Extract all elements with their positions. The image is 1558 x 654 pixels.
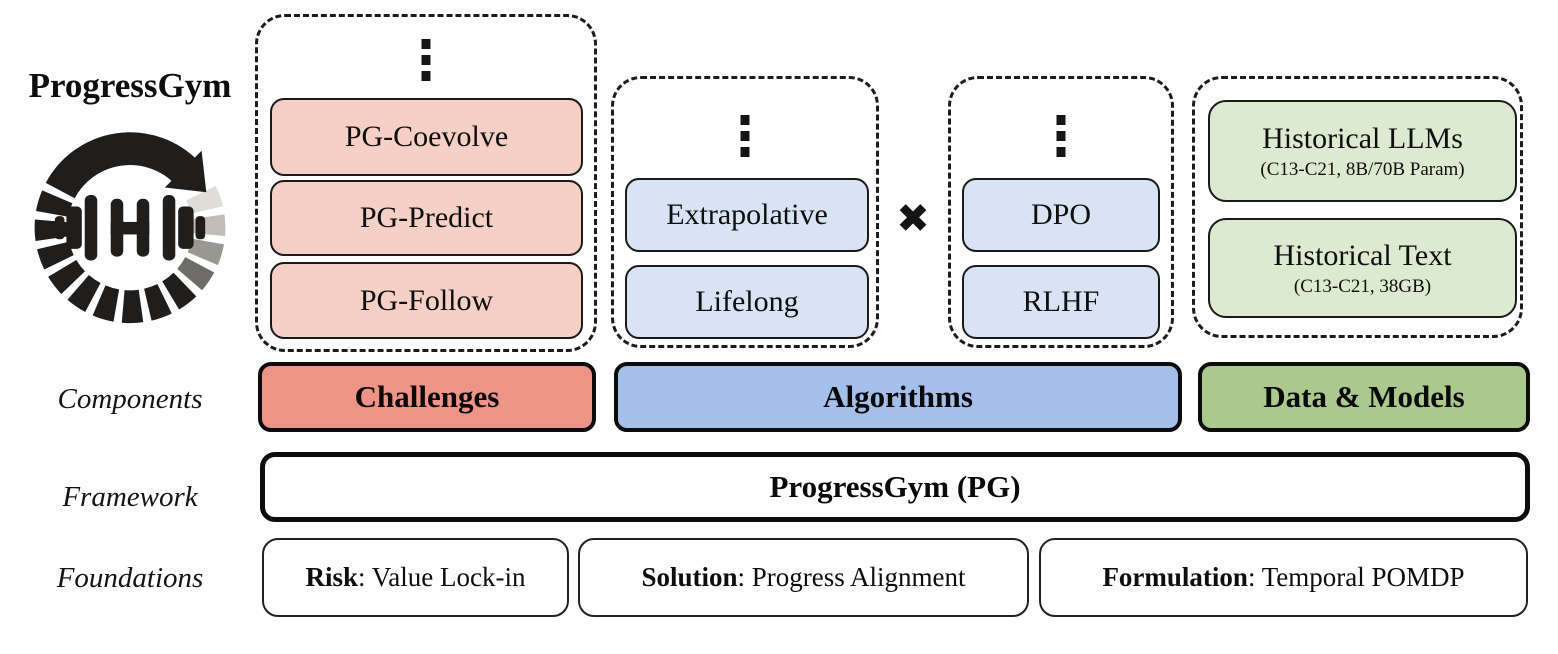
- foundation-desc: : Temporal POMDP: [1247, 562, 1465, 592]
- component-challenges: Challenges: [258, 362, 596, 432]
- framework-row-label: Framework: [62, 480, 198, 513]
- components-row-label: Components: [57, 382, 203, 415]
- foundation-formulation: Formulation: Temporal POMDP: [1039, 538, 1528, 617]
- cross-product-icon: ✖: [896, 196, 930, 242]
- algorithm-family-group: [611, 76, 879, 348]
- component-data-models: Data & Models: [1198, 362, 1530, 432]
- challenge-item: PG-Predict: [270, 180, 583, 256]
- data-models-item-subtitle: (C13-C21, 38GB): [1293, 275, 1432, 297]
- base-algorithm-label: RLHF: [1022, 285, 1100, 318]
- data-models-item-title: Historical LLMs: [1262, 121, 1463, 155]
- foundation-term: Solution: [641, 562, 738, 592]
- challenge-item-label: PG-Follow: [359, 283, 494, 317]
- data-models-item-title: Historical Text: [1273, 238, 1452, 272]
- challenge-item-label: PG-Predict: [359, 201, 494, 234]
- challenge-item: PG-Coevolve: [270, 98, 583, 176]
- base-algorithm-label: DPO: [1030, 198, 1091, 231]
- framework-box: ProgressGym (PG): [260, 452, 1530, 522]
- algorithm-family-label: Lifelong: [695, 285, 799, 318]
- base-algorithm-item: RLHF: [962, 265, 1160, 339]
- algorithm-family-item: Extrapolative: [625, 178, 869, 252]
- data-models-item-subtitle: (C13-C21, 8B/70B Param): [1260, 158, 1465, 180]
- challenge-item: PG-Follow: [270, 262, 583, 339]
- data-models-group: [1192, 76, 1523, 338]
- vertical-ellipsis-icon: [1056, 115, 1066, 157]
- base-algorithm-item: DPO: [962, 178, 1160, 252]
- challenge-item-label: PG-Coevolve: [344, 120, 509, 153]
- component-algorithms: Algorithms: [614, 362, 1182, 432]
- foundation-desc: : Value Lock-in: [358, 562, 526, 592]
- page-title: ProgressGym: [28, 66, 232, 105]
- foundations-row-label: Foundations: [56, 561, 204, 594]
- data-models-item: Historical Text (C13-C21, 38GB): [1208, 218, 1517, 318]
- vertical-ellipsis-icon: [421, 39, 431, 81]
- challenges-group: [255, 14, 597, 352]
- foundation-risk: Risk: Value Lock-in: [262, 538, 569, 617]
- foundation-solution: Solution: Progress Alignment: [578, 538, 1029, 617]
- progressgym-logo-icon: [34, 132, 226, 324]
- foundation-term: Formulation: [1102, 562, 1248, 592]
- base-algorithm-group: [948, 76, 1174, 348]
- algorithm-family-item: Lifelong: [625, 265, 869, 339]
- progressgym-logo: [24, 108, 236, 332]
- algorithm-family-label: Extrapolative: [666, 198, 828, 231]
- data-models-item: Historical LLMs (C13-C21, 8B/70B Param): [1208, 100, 1517, 202]
- foundation-term: Risk: [305, 562, 359, 592]
- foundation-desc: : Progress Alignment: [737, 562, 966, 592]
- vertical-ellipsis-icon: [740, 115, 750, 157]
